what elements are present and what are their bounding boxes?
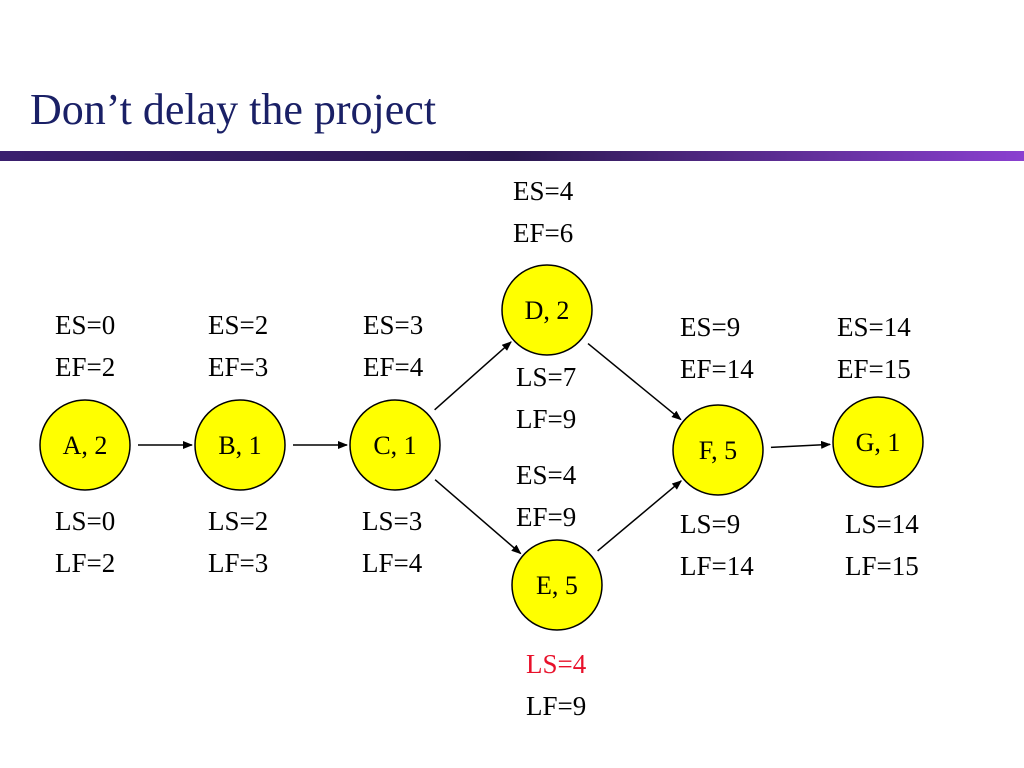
node-f-ef: EF=14 <box>680 354 754 384</box>
node-label: B, 1 <box>218 431 261 460</box>
nodes-layer: A, 2 B, 1 C, 1 D, 2 E, 5 F, 5 G, 1 <box>39 264 924 631</box>
node-d-ls: LS=7 <box>516 362 577 392</box>
node-f-late-times: LS=9 LF=14 <box>680 503 754 587</box>
node-a-lf: LF=2 <box>55 548 116 578</box>
node-e-early-times: ES=4 EF=9 <box>516 454 576 538</box>
node-circle <box>832 396 924 488</box>
node-d-lf: LF=9 <box>516 404 577 434</box>
node-b-early-times: ES=2 EF=3 <box>208 304 268 388</box>
node-c-early-times: ES=3 EF=4 <box>363 304 423 388</box>
node-a-ef: EF=2 <box>55 352 116 382</box>
node-d-late-times: LS=7 LF=9 <box>516 356 576 440</box>
node-label: E, 5 <box>536 571 578 600</box>
node-a-es: ES=0 <box>55 310 116 340</box>
activity-node-e: E, 5 <box>511 539 603 631</box>
edge-c-to-d <box>434 341 512 411</box>
node-d-early-times: ES=4 EF=6 <box>513 170 573 254</box>
edge-f-to-g <box>770 440 832 449</box>
node-circle <box>501 264 593 356</box>
activity-node-a: A, 2 <box>39 399 131 491</box>
node-e-late-times: LS=4 LF=9 <box>526 643 586 727</box>
node-e-ls-highlighted: LS=4 <box>526 649 587 679</box>
node-d-es: ES=4 <box>513 176 574 206</box>
node-b-late-times: LS=2 LF=3 <box>208 500 268 584</box>
node-f-early-times: ES=9 EF=14 <box>680 306 754 390</box>
node-circle <box>194 399 286 491</box>
node-a-ls: LS=0 <box>55 506 116 536</box>
node-label: A, 2 <box>63 431 108 460</box>
node-circle <box>672 404 764 496</box>
node-label: G, 1 <box>856 428 901 457</box>
activity-node-c: C, 1 <box>349 399 441 491</box>
node-circle <box>349 399 441 491</box>
node-b-ef: EF=3 <box>208 352 269 382</box>
node-g-late-times: LS=14 LF=15 <box>845 503 919 587</box>
edges-layer <box>138 341 832 555</box>
node-b-lf: LF=3 <box>208 548 269 578</box>
activity-node-b: B, 1 <box>194 399 286 491</box>
node-c-late-times: LS=3 LF=4 <box>362 500 422 584</box>
node-label: D, 2 <box>525 296 570 325</box>
activity-node-g: G, 1 <box>832 396 924 488</box>
node-f-lf: LF=14 <box>680 551 754 581</box>
node-g-early-times: ES=14 EF=15 <box>837 306 911 390</box>
edge-c-to-e <box>434 479 522 555</box>
node-g-es: ES=14 <box>837 312 911 342</box>
node-c-es: ES=3 <box>363 310 424 340</box>
node-e-ef: EF=9 <box>516 502 577 532</box>
node-a-late-times: LS=0 LF=2 <box>55 500 115 584</box>
node-f-ls: LS=9 <box>680 509 741 539</box>
node-b-es: ES=2 <box>208 310 269 340</box>
node-g-lf: LF=15 <box>845 551 919 581</box>
slide-title: Don’t delay the project <box>30 85 437 134</box>
activity-node-d: D, 2 <box>501 264 593 356</box>
node-c-ls: LS=3 <box>362 506 423 536</box>
node-g-ls: LS=14 <box>845 509 919 539</box>
node-b-ls: LS=2 <box>208 506 269 536</box>
node-g-ef: EF=15 <box>837 354 911 384</box>
node-e-lf: LF=9 <box>526 691 587 721</box>
node-circle <box>511 539 603 631</box>
node-a-early-times: ES=0 EF=2 <box>55 304 115 388</box>
node-label: C, 1 <box>373 431 416 460</box>
title-underline-bar <box>0 151 1024 161</box>
edge-d-to-f <box>587 342 682 421</box>
edge-e-to-f <box>597 480 682 552</box>
node-circle <box>39 399 131 491</box>
node-f-es: ES=9 <box>680 312 741 342</box>
node-c-lf: LF=4 <box>362 548 423 578</box>
node-c-ef: EF=4 <box>363 352 424 382</box>
activity-node-f: F, 5 <box>672 404 764 496</box>
node-e-es: ES=4 <box>516 460 577 490</box>
node-label: F, 5 <box>699 436 737 465</box>
node-d-ef: EF=6 <box>513 218 574 248</box>
